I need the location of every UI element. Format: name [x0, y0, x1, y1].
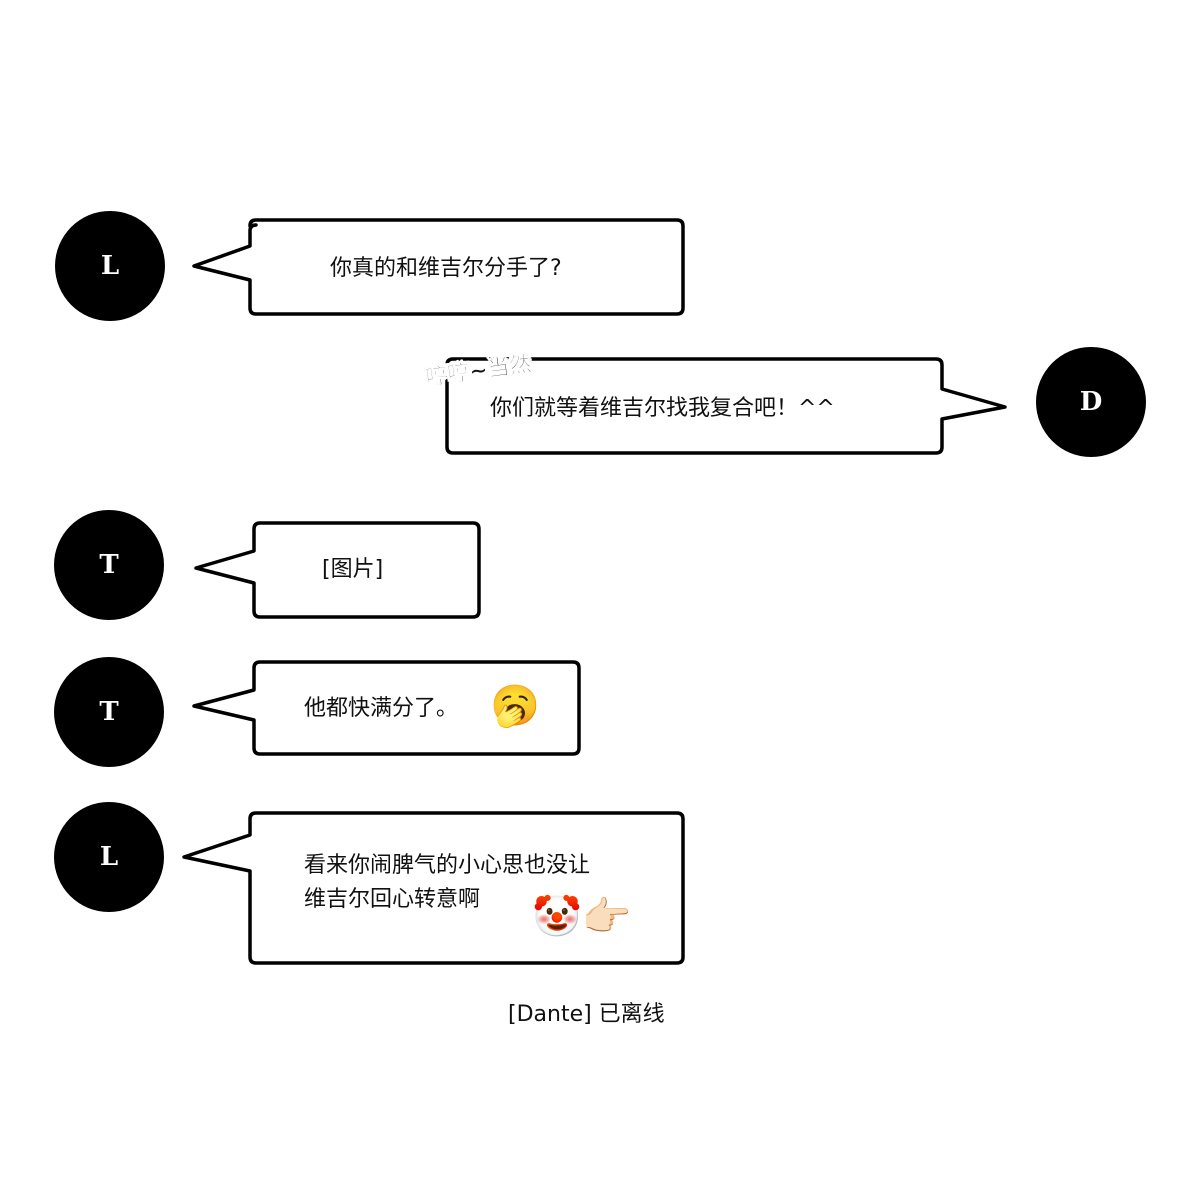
avatar-letter: D [1079, 387, 1103, 417]
bubble-shape [182, 811, 685, 965]
message-text-line-2: 维吉尔回心转意啊 [304, 887, 481, 912]
avatar-l[interactable]: L [55, 211, 165, 321]
avatar-t[interactable]: T [54, 510, 164, 620]
yawning-face-icon: 🥱 [490, 683, 540, 729]
bubble-shape [445, 357, 1007, 455]
offline-status: [Dante] 已离线 [508, 1002, 665, 1027]
avatar-letter: L [100, 251, 120, 281]
message-bubble-3[interactable]: [图片] [190, 521, 485, 619]
message-bubble-2: 你们就等着维吉尔找我复合吧！^^ [445, 357, 1010, 455]
bubble-shape [192, 218, 685, 316]
message-bubble-5: 看来你闹脾气的小心思也没让 维吉尔回心转意啊 🤡👉🏻 [180, 811, 685, 967]
message-text: 你真的和维吉尔分手了? [330, 256, 562, 281]
avatar-d[interactable]: D [1036, 347, 1146, 457]
message-text: [图片] [322, 557, 384, 582]
avatar-l[interactable]: L [54, 802, 164, 912]
avatar-t[interactable]: T [54, 657, 164, 767]
bubble-shape [194, 521, 481, 619]
message-text: 你们就等着维吉尔找我复合吧！^^ [490, 396, 835, 421]
clown-pointing-icon: 🤡👉🏻 [532, 894, 632, 940]
avatar-letter: T [99, 550, 119, 580]
avatar-letter: L [99, 842, 119, 872]
avatar-letter: T [99, 697, 119, 727]
message-bubble-4: 他都快满分了。 🥱 [190, 660, 585, 758]
message-bubble-1: 你真的和维吉尔分手了? [190, 218, 685, 316]
message-text-line-1: 看来你闹脾气的小心思也没让 [304, 853, 591, 878]
bubble-shape [192, 660, 581, 756]
message-text: 他都快满分了。 [304, 696, 459, 721]
